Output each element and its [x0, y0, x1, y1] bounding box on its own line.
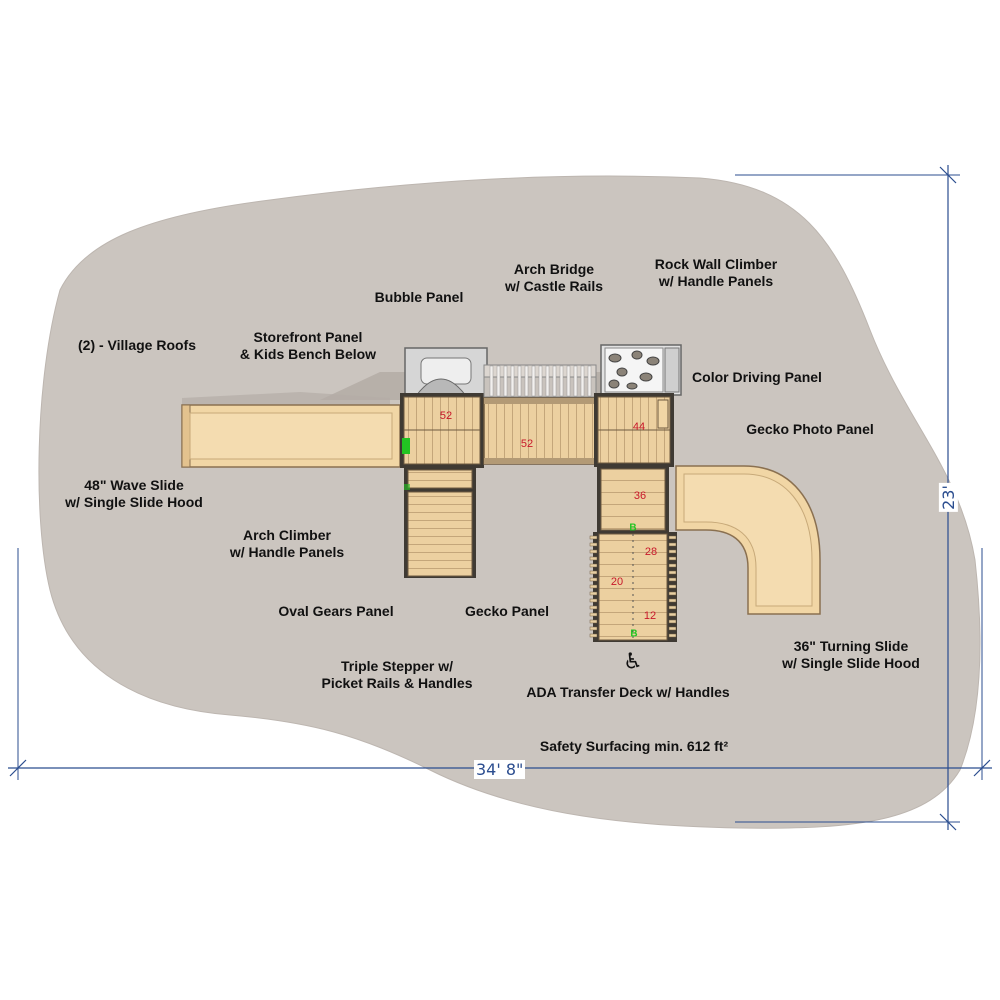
rail-pickets	[489, 365, 592, 397]
label-ada-transfer-deck: ADA Transfer Deck w/ Handles	[526, 684, 730, 700]
handrail-picket	[668, 584, 677, 589]
handrail-picket	[589, 612, 598, 617]
wave-slide	[181, 404, 401, 468]
handrail-picket	[589, 619, 598, 624]
turning-slide	[675, 465, 821, 615]
handrail-picket	[668, 605, 677, 610]
b-marker-bottom: B	[630, 628, 638, 640]
ada-transfer-deck	[593, 467, 677, 642]
rail-picket	[517, 365, 522, 397]
handrail-picket	[668, 598, 677, 603]
rail-picket	[566, 365, 571, 397]
shadow	[182, 392, 390, 405]
safety-surfacing-area	[38, 175, 981, 829]
rail-picket	[545, 365, 550, 397]
handrail-picket	[668, 570, 677, 575]
rail-picket	[573, 365, 578, 397]
rail-picket	[587, 365, 592, 397]
handrail-picket	[668, 577, 677, 582]
handrail-picket	[589, 591, 598, 596]
arch-bridge	[483, 397, 597, 465]
deck-height-transfer-low: 20	[610, 576, 624, 588]
deck-height-left: 52	[439, 410, 453, 422]
handrail-picket	[589, 556, 598, 561]
bubble-panel	[404, 347, 488, 397]
rail-picket	[538, 365, 543, 397]
handrail-picket	[589, 598, 598, 603]
handrail-picket	[589, 542, 598, 547]
rail-picket	[489, 365, 494, 397]
handrail-picket	[589, 584, 598, 589]
handrail-picket	[589, 563, 598, 568]
rail-picket	[552, 365, 557, 397]
deck-height-right: 44	[632, 421, 646, 433]
handrail-picket	[668, 563, 677, 568]
deck-height-transfer-bottom: 12	[643, 610, 657, 622]
rail-picket	[524, 365, 529, 397]
label-oval-gears-panel: Oval Gears Panel	[278, 603, 394, 619]
handrail-picket	[589, 633, 598, 638]
handrail-picket	[589, 577, 598, 582]
handrail-picket	[589, 570, 598, 575]
handrail-picket	[589, 549, 598, 554]
handrail-picket	[668, 591, 677, 596]
handrail-picket	[668, 542, 677, 547]
rail-picket	[496, 365, 501, 397]
label-safety-surfacing: Safety Surfacing min. 612 ft²	[539, 738, 729, 754]
width-dimension: 34' 8"	[474, 760, 526, 779]
label-village-roofs: (2) - Village Roofs	[78, 337, 196, 353]
handrail-picket	[668, 556, 677, 561]
rock-wall-climber	[600, 344, 682, 396]
handrail-picket	[668, 626, 677, 631]
label-triple-stepper: Triple Stepper w/Picket Rails & Handles	[321, 658, 473, 691]
b-marker-top: B	[629, 522, 637, 534]
deck-height-bridge: 52	[520, 438, 534, 450]
handrail-picket	[589, 535, 598, 540]
rail-picket	[503, 365, 508, 397]
label-color-driving-panel: Color Driving Panel	[692, 369, 822, 385]
accessibility-icon: ♿	[623, 649, 643, 675]
handrail-picket	[668, 612, 677, 617]
handrail-picket	[668, 549, 677, 554]
ada-picket-rail	[589, 535, 677, 638]
right-deck	[594, 393, 674, 467]
label-bubble-panel: Bubble Panel	[374, 289, 464, 305]
rail-picket	[510, 365, 515, 397]
rail-picket	[580, 365, 585, 397]
arch-climber	[404, 490, 476, 578]
handrail-picket	[668, 619, 677, 624]
depth-dimension: 23'	[938, 483, 958, 512]
label-gecko-panel: Gecko Panel	[464, 603, 550, 619]
handrail-picket	[668, 535, 677, 540]
handrail-picket	[668, 633, 677, 638]
deck-height-transfer-mid: 28	[644, 546, 658, 558]
left-deck	[400, 393, 484, 468]
deck-height-transfer-top: 36	[633, 490, 647, 502]
handrail-picket	[589, 605, 598, 610]
label-gecko-photo-panel: Gecko Photo Panel	[746, 421, 874, 437]
triple-stepper	[404, 468, 476, 492]
handrail-picket	[589, 626, 598, 631]
label-storefront-panel: Storefront Panel& Kids Bench Below	[239, 329, 377, 362]
rail-picket	[559, 365, 564, 397]
rail-picket	[531, 365, 536, 397]
